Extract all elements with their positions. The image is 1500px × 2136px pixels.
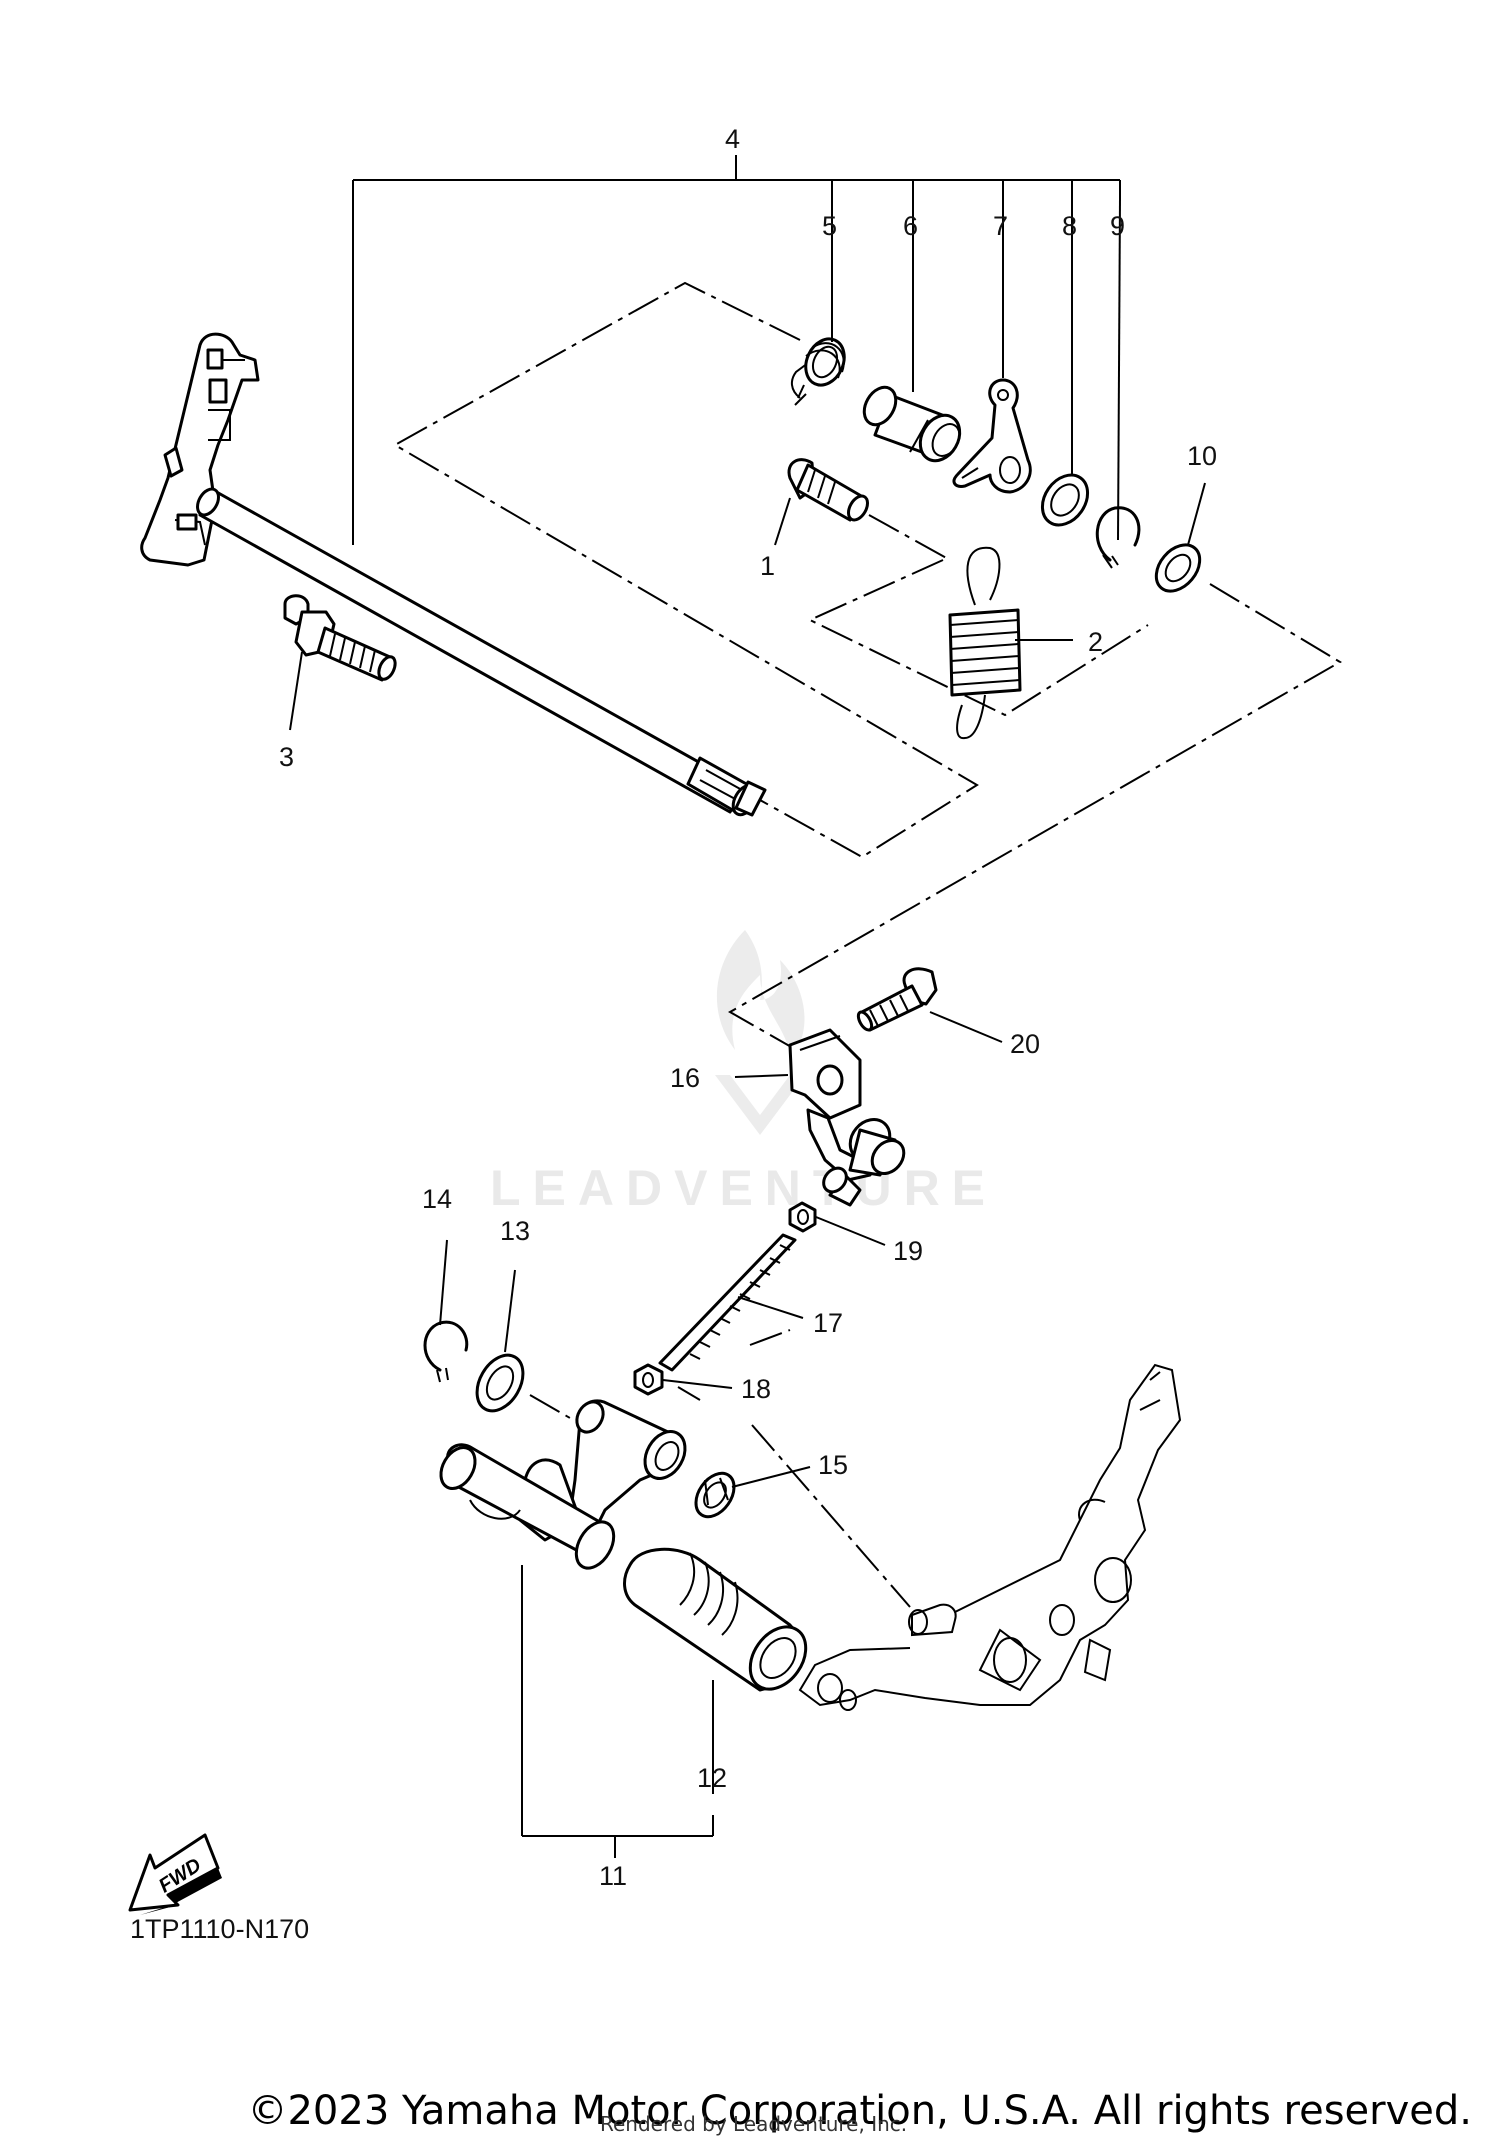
nut-19 xyxy=(788,1201,817,1233)
callout-6: 6 xyxy=(903,211,918,241)
assembly-4-bracket xyxy=(352,155,1121,545)
washer-15 xyxy=(694,1471,736,1519)
pin-1 xyxy=(787,458,869,522)
callout-9: 9 xyxy=(1110,211,1125,241)
nut-18 xyxy=(633,1363,664,1396)
callout-19: 19 xyxy=(893,1236,923,1266)
callout-2: 2 xyxy=(1088,627,1103,657)
collar-6 xyxy=(862,385,962,463)
leader-lines xyxy=(289,197,1206,1488)
shift-shaft xyxy=(140,332,767,817)
callout-12: 12 xyxy=(697,1763,727,1793)
callout-7: 7 xyxy=(993,211,1008,241)
callout-16: 16 xyxy=(670,1063,700,1093)
bolt-3 xyxy=(283,594,397,682)
lever-7 xyxy=(952,378,1032,494)
spring-5 xyxy=(790,337,846,406)
circlip-14 xyxy=(423,1320,469,1383)
callout-15: 15 xyxy=(818,1450,848,1480)
callout-18: 18 xyxy=(741,1374,771,1404)
callout-17: 17 xyxy=(813,1308,843,1338)
washer-13 xyxy=(475,1353,525,1413)
watermark-v-icon xyxy=(715,1075,805,1135)
watermark: LEADVENTURE xyxy=(490,930,997,1216)
callouts: 1 2 3 4 5 6 7 8 9 10 11 12 13 14 15 16 1… xyxy=(279,124,1217,1891)
washer-10 xyxy=(1154,543,1202,593)
callout-8: 8 xyxy=(1062,211,1077,241)
callout-11: 11 xyxy=(599,1861,627,1891)
footrest-bracket-reference xyxy=(798,1363,1182,1711)
rubber-12 xyxy=(623,1547,808,1692)
diagram-code: 1TP1110-N170 xyxy=(130,1914,310,1944)
callout-10: 10 xyxy=(1187,441,1217,471)
fwd-arrow-icon: FWD xyxy=(128,1833,222,1915)
callout-14: 14 xyxy=(422,1184,452,1214)
callout-13: 13 xyxy=(500,1216,530,1246)
shift-arm-16 xyxy=(788,1028,906,1207)
bolt-20 xyxy=(856,967,938,1032)
callout-20: 20 xyxy=(1010,1029,1040,1059)
assembly-lines xyxy=(392,281,1342,1608)
callout-1: 1 xyxy=(760,551,775,581)
pedal-lever-11 xyxy=(439,1399,687,1570)
callout-3: 3 xyxy=(279,742,294,772)
watermark-flame-icon xyxy=(716,930,805,1060)
spring-2 xyxy=(948,546,1022,740)
callout-5: 5 xyxy=(822,211,837,241)
washer-8 xyxy=(1040,473,1090,527)
rendered-by-notice: Rendered by Leadventure, Inc. xyxy=(600,2112,908,2136)
tie-rod-17 xyxy=(658,1233,797,1372)
watermark-text: LEADVENTURE xyxy=(490,1160,997,1216)
assembly-11-bracket xyxy=(521,1565,714,1858)
callout-4: 4 xyxy=(725,124,740,154)
